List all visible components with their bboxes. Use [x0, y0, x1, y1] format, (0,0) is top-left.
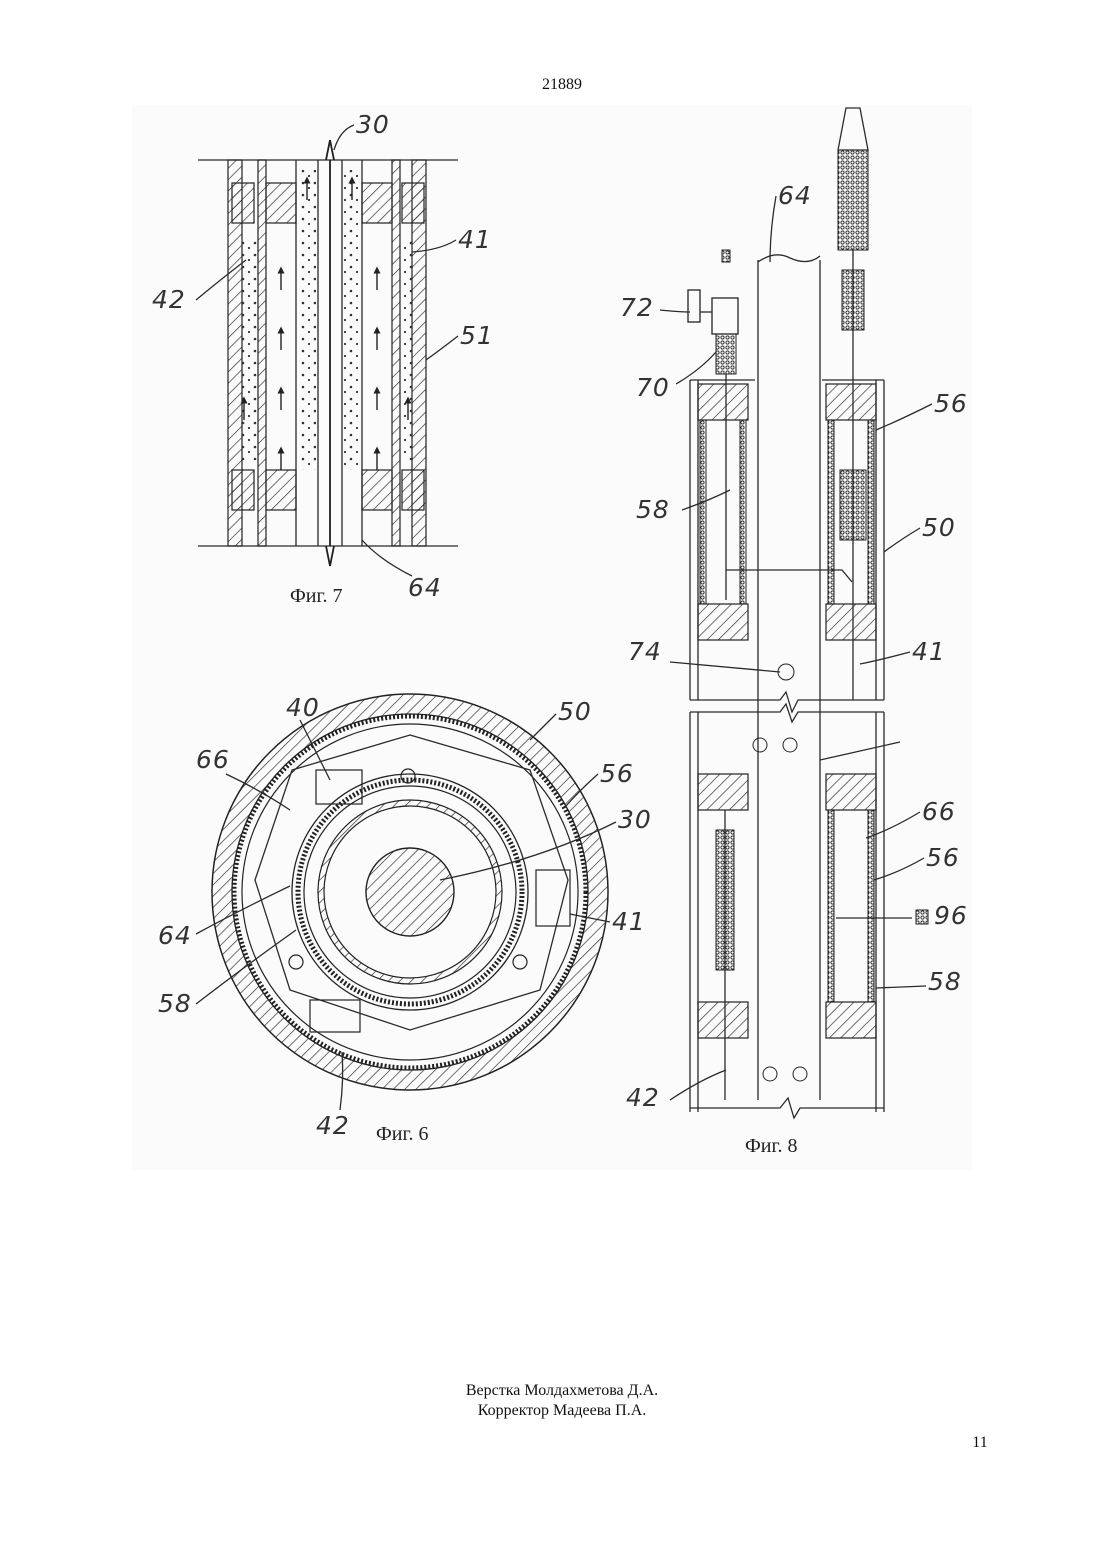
fig8-label-66: 66: [922, 797, 956, 826]
fig8-label-64: 64: [778, 181, 812, 210]
fig8-caption: Фиг. 8: [745, 1135, 797, 1157]
fig6-caption: Фиг. 6: [376, 1123, 428, 1145]
fig6-label-50: 50: [558, 697, 592, 726]
fig6-label-66: 66: [196, 745, 230, 774]
corrector-credit: Корректор Мадеева П.А.: [0, 1401, 1100, 1421]
fig8-label-58-upper: 58: [636, 495, 670, 524]
fig8-label-50: 50: [922, 513, 956, 542]
fig8-label-56-upper: 56: [934, 389, 968, 418]
fig8-label-56-lower: 56: [926, 843, 960, 872]
fig7-label-51: 51: [460, 321, 494, 350]
fig8-label-74: 74: [628, 637, 662, 666]
fig8-label-42: 42: [626, 1083, 660, 1112]
credits-block: Верстка Молдахметова Д.А. Корректор Маде…: [0, 1381, 1100, 1421]
fig8-label-96: 96: [934, 901, 968, 930]
fig8-label-41: 41: [912, 637, 946, 666]
fig7-caption: Фиг. 7: [290, 585, 342, 607]
fig6-label-64: 64: [158, 921, 192, 950]
fig6-label-56: 56: [600, 759, 634, 788]
fig6-label-42: 42: [316, 1111, 350, 1140]
fig7-label-41: 41: [458, 225, 492, 254]
fig6-label-40: 40: [286, 693, 320, 722]
page-number: 11: [960, 1434, 1000, 1452]
fig8-label-70: 70: [636, 373, 670, 402]
figure-6: [212, 694, 608, 1090]
fig7-label-30: 30: [356, 110, 390, 139]
fig6-label-58: 58: [158, 989, 192, 1018]
fig6-label-41: 41: [612, 907, 646, 936]
fig8-label-72: 72: [620, 293, 654, 322]
fig6-label-30: 30: [618, 805, 652, 834]
fig7-label-64: 64: [408, 573, 442, 602]
layout-credit: Верстка Молдахметова Д.А.: [0, 1381, 1100, 1401]
fig7-label-42: 42: [152, 285, 186, 314]
fig8-label-58-lower: 58: [928, 967, 962, 996]
